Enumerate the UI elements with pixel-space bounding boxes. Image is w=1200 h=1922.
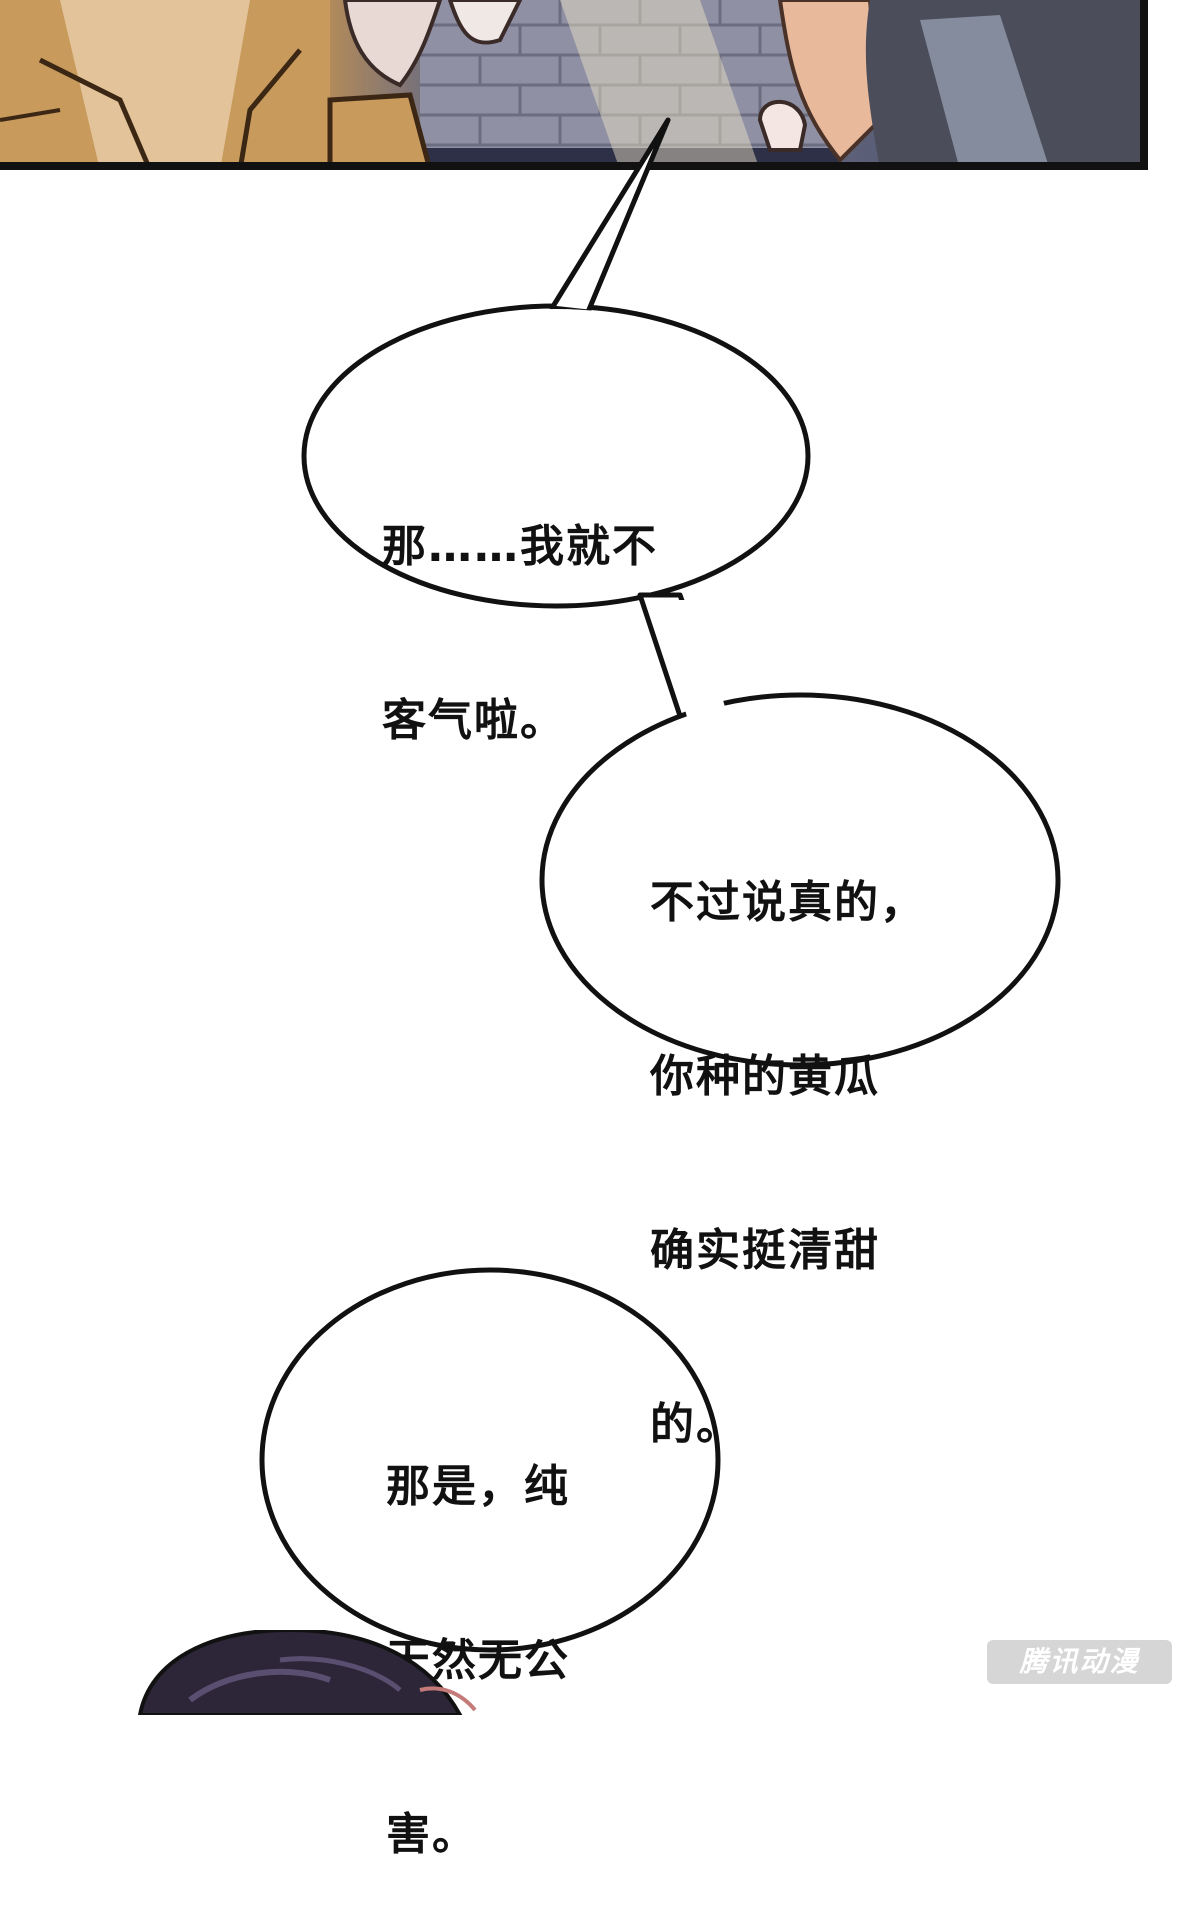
bubble-2-line-4: 的。 <box>650 1399 742 1450</box>
man-shirt <box>60 0 250 162</box>
bubble-1-shape <box>301 117 811 609</box>
bubble-1-text: 那……我就不 客气啦。 <box>382 402 658 808</box>
character-head <box>137 1630 477 1715</box>
bubble-1-line-1: 那……我就不 <box>382 521 658 572</box>
speech-bubbles-layer <box>259 117 1061 1653</box>
bubble-2-text: 不过说真的， 你种的黄瓜 确实挺清甜 的。 <box>650 758 926 1512</box>
publisher-watermark: 腾讯动漫 <box>987 1640 1172 1684</box>
bottom-comic-panel <box>130 1630 490 1715</box>
raised-hand <box>342 0 443 88</box>
bubble-3-shape <box>259 1267 721 1653</box>
girl-hair <box>777 0 883 162</box>
bubble-3-line-1: 那是，纯 <box>386 1461 570 1512</box>
bubble-2-line-1: 不过说真的， <box>650 877 926 928</box>
light-beam <box>560 0 758 162</box>
top-panel-illustration <box>0 0 1140 162</box>
bubble-1-line-2: 客气啦。 <box>382 695 566 746</box>
bubble-2-shape <box>539 600 1061 1068</box>
bubble-2-line-3: 确实挺清甜 <box>650 1225 880 1276</box>
bubble-3-line-3: 害。 <box>386 1809 478 1860</box>
girl-fist <box>757 99 808 152</box>
bubble-2-line-2: 你种的黄瓜 <box>650 1051 880 1102</box>
top-comic-panel <box>0 0 1148 170</box>
